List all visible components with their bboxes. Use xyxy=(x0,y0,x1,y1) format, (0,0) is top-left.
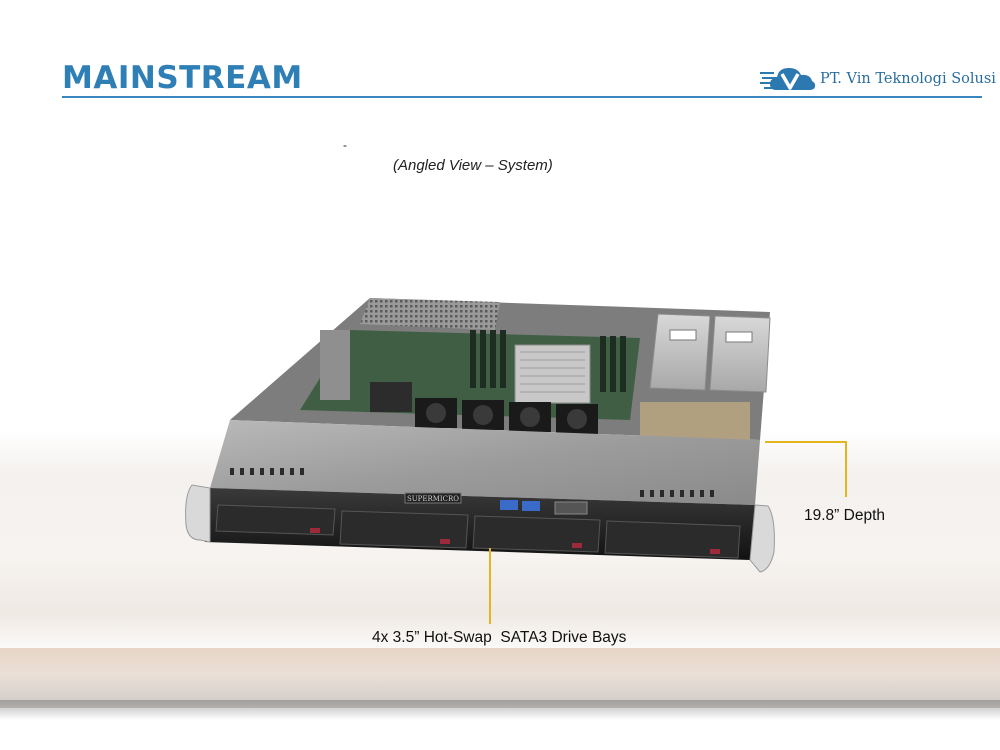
cpu-heatsink xyxy=(514,344,591,404)
chipset-heatsink xyxy=(370,382,412,412)
top-cover xyxy=(210,420,760,505)
depth-callout-line xyxy=(765,441,847,497)
power-cables xyxy=(640,402,750,442)
title-underline xyxy=(62,96,982,98)
usb-port xyxy=(500,500,518,510)
cover-vents xyxy=(230,468,714,497)
drive-bay xyxy=(604,520,741,559)
server-chassis-image: SUPERMICRO xyxy=(185,298,775,573)
depth-label: 19.8” Depth xyxy=(804,507,885,524)
usb-port xyxy=(522,501,540,511)
cloud-v-logo-icon xyxy=(760,68,816,90)
power-supply-2 xyxy=(709,315,771,393)
brand-plate xyxy=(404,492,462,504)
drive-bays xyxy=(215,504,741,559)
rack-ear-right xyxy=(749,504,775,573)
drive-bay xyxy=(339,510,469,549)
view-caption: (Angled View – System) xyxy=(393,157,553,174)
drive-bay xyxy=(215,504,336,536)
drive-bay xyxy=(472,515,601,553)
rack-ear-left xyxy=(185,484,211,543)
rear-vent-mesh xyxy=(360,298,500,330)
serial-port xyxy=(554,501,588,515)
expansion-slots xyxy=(320,330,350,400)
brand-plate-text: SUPERMICRO xyxy=(407,495,459,503)
shelf-edge xyxy=(0,648,1000,708)
drive-bays-label: 4x 3.5” Hot-Swap SATA3 Drive Bays xyxy=(372,629,627,646)
slide-title: MAINSTREAM xyxy=(62,60,303,96)
stray-dash: - xyxy=(343,138,347,152)
shelf-shadow xyxy=(0,700,1000,720)
company-name: PT. Vin Teknologi Solusi xyxy=(820,71,996,87)
company-logo: PT. Vin Teknologi Solusi xyxy=(760,62,996,96)
memory-slots xyxy=(470,330,626,392)
